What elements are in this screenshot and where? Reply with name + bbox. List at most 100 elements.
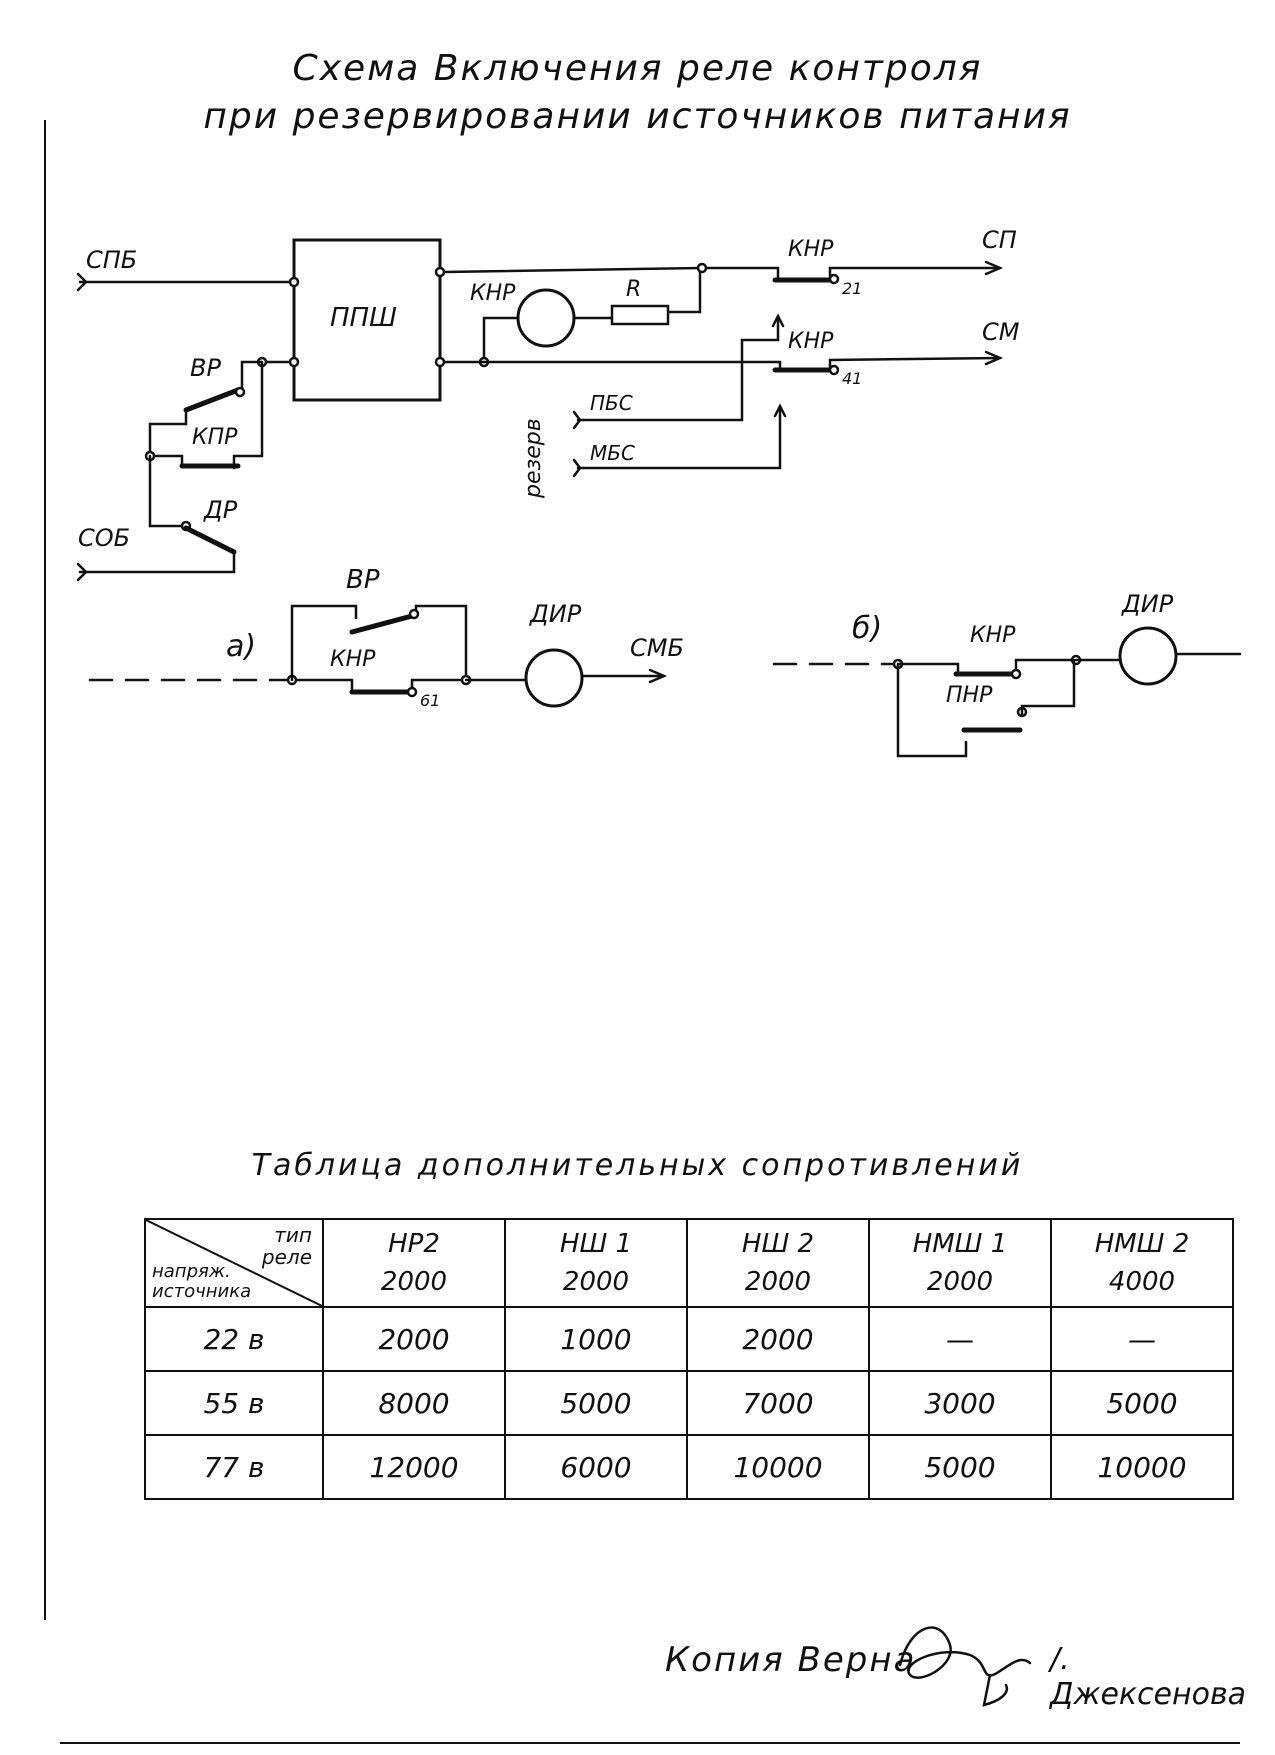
va-vr-terminal	[408, 608, 420, 620]
mbs-wire	[576, 408, 782, 470]
page-title: Схема Включения реле контроля	[292, 48, 983, 89]
relay-resistance: 4000	[1108, 1267, 1176, 1297]
pbs-wire	[576, 318, 780, 422]
table-row: 55 в 8000 5000 7000 3000 5000	[144, 1370, 1234, 1436]
margin-line	[44, 120, 46, 1620]
va-knr-wire-right	[410, 678, 468, 690]
value-cell: 2000	[686, 1306, 870, 1372]
relay-resistance: 2000	[744, 1267, 812, 1297]
vb-dir-relay	[1118, 626, 1178, 686]
signature-mark	[898, 1626, 1032, 1707]
label-vb-marker: б)	[852, 611, 882, 646]
corner-top-1: тип	[274, 1223, 312, 1247]
value-cell: 5000	[868, 1434, 1052, 1500]
relay-name: НМШ 2	[1094, 1229, 1190, 1259]
label-reserve: резерв	[521, 418, 546, 499]
value-cell: 5000	[1050, 1370, 1234, 1436]
label-vb-knr: КНР	[970, 623, 1016, 648]
knr-bottom-terminal	[828, 364, 840, 376]
relay-header-nsh1: НШ 1 2000	[504, 1218, 688, 1308]
label-sm: СМ	[982, 318, 1020, 346]
vr-contact	[183, 387, 241, 413]
label-va-knr: КНР	[330, 647, 376, 672]
label-vb-dir: ДИР	[1121, 590, 1174, 618]
label-va-smb: СМБ	[630, 634, 684, 662]
value-cell: 7000	[686, 1370, 870, 1436]
mbs-arrow-up	[773, 403, 787, 418]
sp-arrow	[984, 260, 1004, 276]
table-corner-cell: тип реле напряж. источника	[144, 1218, 324, 1308]
knr-top-terminal	[828, 273, 840, 285]
node-top-right	[696, 262, 708, 274]
voltage-cell: 77 в	[144, 1434, 324, 1500]
kpr-wire-left	[148, 454, 184, 468]
value-cell: —	[868, 1306, 1052, 1372]
relay-name: НМШ 1	[912, 1229, 1008, 1259]
page-subtitle: при резервировании источников питания	[203, 96, 1072, 137]
value-cell: 10000	[686, 1434, 870, 1500]
vr-wire-right	[240, 360, 264, 390]
label-kpr: КПР	[192, 425, 238, 450]
label-va-dir: ДИР	[529, 600, 582, 628]
footer-rule	[60, 1742, 1240, 1744]
label-va-num: 61	[420, 691, 440, 710]
value-cell: 12000	[322, 1434, 506, 1500]
value-cell: 3000	[868, 1370, 1052, 1436]
dr-wire	[78, 550, 236, 574]
ppsh-terminal-1	[288, 276, 300, 288]
label-knr-bottom-num: 41	[842, 369, 862, 388]
relay-header-nsh2: НШ 2 2000	[686, 1218, 870, 1308]
sm-arrow	[984, 350, 1004, 366]
label-ppsh: ППШ	[330, 303, 397, 333]
vb-knr-wire-right	[1014, 658, 1076, 672]
value-cell: 5000	[504, 1370, 688, 1436]
resistor-wire-right	[666, 270, 702, 314]
resistance-table: тип реле напряж. источника НР2 2000 НШ 1…	[144, 1218, 1234, 1500]
value-cell: 2000	[322, 1306, 506, 1372]
spb-input-arrow	[76, 272, 88, 292]
label-knr-relay: КНР	[470, 281, 516, 306]
ppsh-top-wire	[442, 266, 780, 274]
label-va-vr: ВР	[346, 565, 380, 595]
relay-resistance: 2000	[926, 1267, 994, 1297]
relay-resistance: 2000	[380, 1267, 448, 1297]
va-vr-wire-right	[414, 604, 468, 682]
relay-header-nr2: НР2 2000	[322, 1218, 506, 1308]
voltage-cell: 22 в	[144, 1306, 324, 1372]
circuit-diagram: СПБ СОБ ППШ ВР КПР ДР КНР R КНР 21 КНР 4…	[76, 226, 1242, 758]
label-knr-bottom: КНР	[788, 329, 834, 354]
ppsh-block	[292, 238, 442, 402]
corner-bottom-2: источника	[152, 1281, 252, 1302]
relay-name: НР2	[388, 1229, 440, 1259]
va-dir-relay	[524, 648, 584, 708]
knr-relay-coil	[516, 288, 576, 348]
dr-contact	[183, 525, 237, 555]
pbs-input-arrow	[572, 410, 582, 430]
resistor-r	[610, 304, 670, 326]
relay-resistance: 2000	[562, 1267, 630, 1297]
relay-header-nmsh2: НМШ 2 4000	[1050, 1218, 1234, 1308]
knr-coil-wire-left	[482, 316, 520, 364]
vb-lower-bypass	[896, 662, 968, 758]
label-knr-top-num: 21	[842, 279, 862, 298]
voltage-cell: 55 в	[144, 1370, 324, 1436]
label-knr-top: КНР	[788, 237, 834, 262]
label-vb-pnr: ПНР	[946, 683, 993, 708]
corner-top-label: тип реле	[262, 1224, 312, 1268]
label-mbs: МБС	[590, 441, 635, 465]
vr-terminal	[234, 386, 246, 398]
value-cell: 10000	[1050, 1434, 1234, 1500]
va-upper-bypass	[290, 604, 358, 682]
sob-input-arrow	[76, 562, 88, 582]
pbs-arrow-up	[771, 313, 785, 328]
table-row: 22 в 2000 1000 2000 — —	[144, 1306, 1234, 1372]
ladder-left-rail	[148, 410, 188, 458]
corner-bottom-label: напряж. источника	[152, 1262, 251, 1302]
label-vr: ВР	[190, 354, 221, 382]
signer-name: /. Джексенова	[1050, 1642, 1247, 1712]
relay-name: НШ 1	[559, 1229, 633, 1259]
corner-diagonal	[146, 1220, 322, 1306]
label-sp: СП	[982, 226, 1017, 254]
table-title: Таблица дополнительных сопротивлений	[251, 1148, 1024, 1183]
label-resistor: R	[626, 277, 641, 302]
